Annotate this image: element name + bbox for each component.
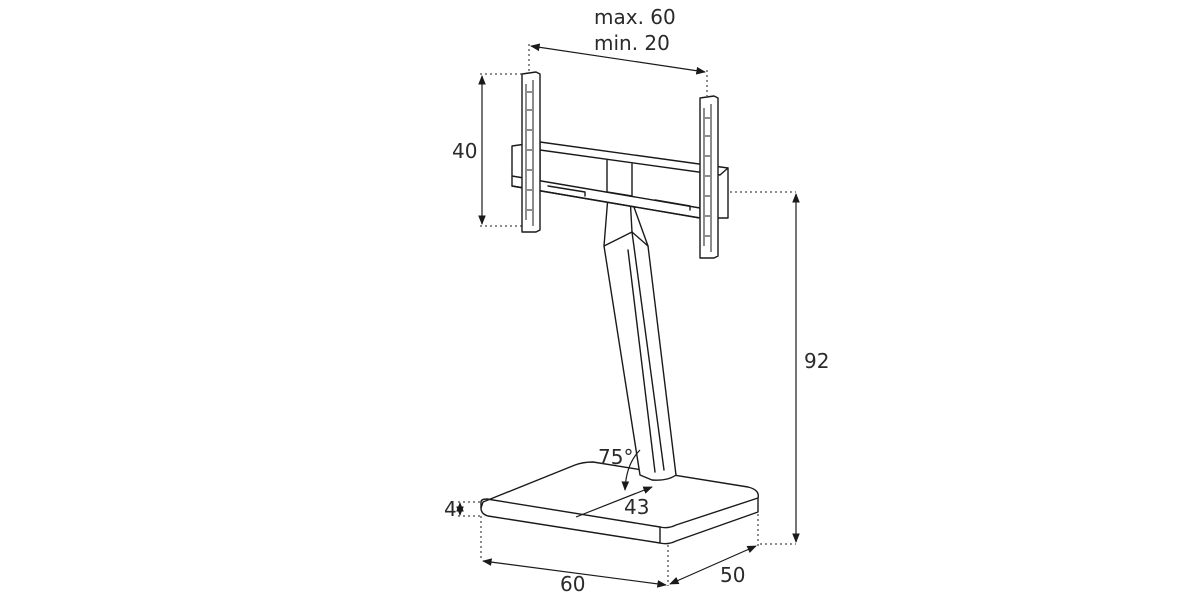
base-plate (480, 461, 759, 545)
dim-total-height (730, 191, 800, 545)
label-tilt-angle: 75° (598, 445, 633, 469)
label-width-min: min. 20 (594, 31, 670, 55)
dim-pole-offset (575, 486, 653, 518)
dim-tilt-angle (621, 449, 641, 491)
label-width-max: max. 60 (594, 5, 676, 29)
dim-width-top (528, 43, 708, 96)
label-base-depth: 50 (720, 563, 745, 587)
left-vesa-bracket (521, 71, 541, 233)
label-total-height: 92 (804, 349, 829, 373)
dim-base-width (480, 516, 669, 588)
dim-base-thickness (456, 501, 481, 517)
label-pole-offset: 43 (624, 495, 649, 519)
label-base-width: 60 (560, 572, 585, 596)
dim-base-depth (669, 514, 759, 585)
dim-bracket-height (478, 73, 522, 227)
label-base-thickness: 4 (444, 497, 457, 521)
mounting-rail (511, 141, 729, 219)
right-vesa-bracket (699, 95, 719, 259)
pole (603, 195, 677, 481)
label-bracket-height: 40 (452, 139, 477, 163)
